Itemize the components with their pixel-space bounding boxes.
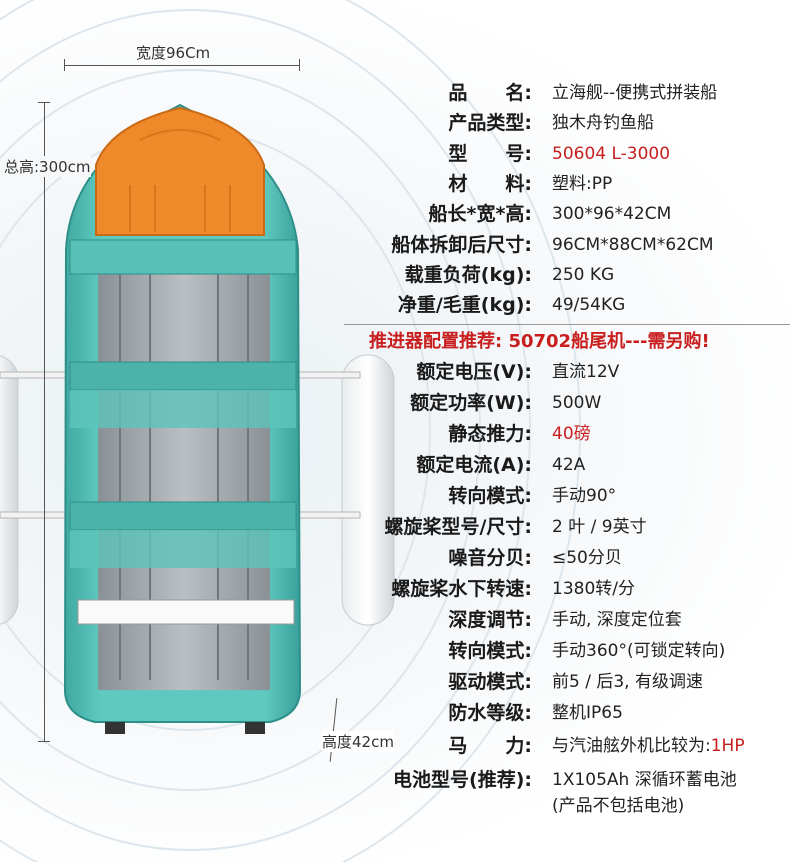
horsepower-value-highlight: 1HP <box>710 736 745 756</box>
width-tick-left <box>64 59 65 71</box>
spec-label: 静态推力: <box>448 423 532 445</box>
spec-row: 品 名: 立海舰--便携式拼装船 <box>344 78 790 108</box>
spec-value: ≤50分贝 <box>552 548 622 568</box>
hull-floor <box>98 250 270 690</box>
hull-wall-top <box>69 239 297 275</box>
spec-row: 转向模式: 手动360°(可锁定转向) <box>344 636 790 666</box>
spec-label: 噪音分贝: <box>448 547 532 569</box>
width-tick-right <box>299 59 300 71</box>
spec-label: 品 名: <box>448 82 532 104</box>
spec-row: 深度调节: 手动, 深度定位套 <box>344 605 790 635</box>
total-height-label: 总高:300cm <box>4 156 91 177</box>
spec-label: 材 料: <box>448 172 532 195</box>
spec-label: 驱动模式: <box>448 671 532 693</box>
spec-row: 额定电压(V): 直流12V <box>344 357 790 387</box>
spec-value: 手动360°(可锁定转向) <box>552 641 726 661</box>
spec-row: 净重/毛重(kg): 49/54KG <box>344 290 790 320</box>
spec-row: 转向模式: 手动90° <box>344 481 790 511</box>
width-dimension-line <box>64 65 300 66</box>
spec-label: 额定电流(A): <box>416 454 532 476</box>
spec-value: 40磅 <box>552 424 591 444</box>
spec-value: 立海舰--便携式拼装船 <box>552 83 718 103</box>
spec-value: 42A <box>552 455 586 475</box>
spec-value: 塑料:PP <box>552 173 613 194</box>
spec-row: 噪音分贝: ≤50分贝 <box>344 543 790 573</box>
spec-row: 驱动模式: 前5 / 后3, 有级调速 <box>344 667 790 697</box>
spec-value: 直流12V <box>552 362 620 382</box>
spec-value: 独木舟钓鱼船 <box>552 113 654 134</box>
spec-value: 手动, 深度定位套 <box>552 610 682 630</box>
spec-value: 96CM*88CM*62CM <box>552 234 714 255</box>
spec-label: 转向模式: <box>448 485 532 507</box>
spec-row: 防水等级: 整机IP65 <box>344 698 790 728</box>
right-float <box>341 354 395 626</box>
spec-row: 额定功率(W): 500W <box>344 388 790 418</box>
left-float <box>0 355 19 625</box>
horsepower-label: 马 力: <box>448 735 532 757</box>
total-height-tick-top <box>38 102 50 103</box>
spec-label: 额定电压(V): <box>416 361 532 383</box>
spec-label: 深度调节: <box>448 609 532 631</box>
spec-value: 50604 L-3000 <box>552 143 671 164</box>
spec-value: 1380转/分 <box>552 579 635 599</box>
battery-label: 电池型号(推荐): <box>393 769 532 791</box>
horsepower-value: 与汽油舷外机比较为:1HP <box>552 731 745 761</box>
rear-seat-board <box>77 599 295 625</box>
spec-label: 螺旋桨水下转速: <box>391 578 532 600</box>
spec-row: 螺旋桨型号/尺寸: 2 叶 / 9英寸 <box>344 512 790 542</box>
spec-value: 300*96*42CM <box>552 204 672 225</box>
width-dimension-label: 宽度96Cm <box>136 44 211 62</box>
battery-value-line1: 1X105Ah 深循环蓄电池 <box>552 770 737 790</box>
spec-label: 转向模式: <box>448 640 532 662</box>
spec-value: 整机IP65 <box>552 703 623 723</box>
horsepower-value-prefix: 与汽油舷外机比较为: <box>552 736 711 756</box>
divider-line <box>344 324 790 325</box>
spec-label: 净重/毛重(kg): <box>397 294 532 317</box>
spec-label: 额定功率(W): <box>410 392 532 414</box>
spec-row: 额定电流(A): 42A <box>344 450 790 480</box>
spec-row: 材 料: 塑料:PP <box>344 169 790 199</box>
spec-value: 前5 / 后3, 有级调速 <box>552 672 703 692</box>
battery-value-line2: (产品不包括电池) <box>552 796 685 816</box>
spec-label: 船体拆卸后尺寸: <box>391 233 532 256</box>
spec-label: 防水等级: <box>448 702 532 724</box>
spec-label: 船长*宽*高: <box>428 203 532 226</box>
section-divider-1 <box>69 361 297 391</box>
spec-row: 产品类型: 独木舟钓鱼船 <box>344 108 790 138</box>
spec-row: 船长*宽*高: 300*96*42CM <box>344 199 790 229</box>
spec-value: 2 叶 / 9英寸 <box>552 517 647 537</box>
spec-row: 载重负荷(kg): 250 KG <box>344 260 790 290</box>
spec-label: 型 号: <box>448 142 532 165</box>
spec-value: 手动90° <box>552 486 617 506</box>
spec-row: 型 号: 50604 L-3000 <box>344 139 790 169</box>
section-divider-2 <box>69 501 297 531</box>
total-height-line <box>44 102 45 742</box>
spec-value: 49/54KG <box>552 295 626 316</box>
height-dimension-label: 高度42cm <box>322 731 394 752</box>
spec-value: 500W <box>552 393 602 413</box>
spec-label: 产品类型: <box>448 112 532 135</box>
bow-cover <box>95 106 265 236</box>
thruster-promo: 推进器配置推荐: 50702船尾机---需另购! <box>369 331 710 352</box>
spec-value: 250 KG <box>552 264 615 285</box>
spec-label: 螺旋桨型号/尺寸: <box>384 516 532 538</box>
spec-row: 船体拆卸后尺寸: 96CM*88CM*62CM <box>344 230 790 260</box>
total-height-tick-bottom <box>38 741 50 742</box>
spec-row: 静态推力: 40磅 <box>344 419 790 449</box>
spec-row: 螺旋桨水下转速: 1380转/分 <box>344 574 790 604</box>
spec-label: 载重负荷(kg): <box>404 263 532 286</box>
